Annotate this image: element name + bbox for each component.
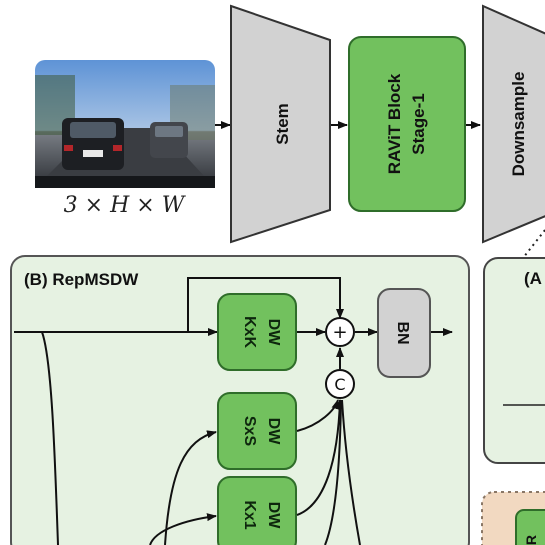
ravit-label-line1: RAViT Block — [385, 73, 404, 174]
dw-kx1-block — [217, 476, 297, 545]
panel-a — [483, 257, 545, 464]
curve-kx1-to-concat — [296, 399, 344, 516]
add-symbol: + — [332, 322, 347, 343]
downsample-label: Downsample — [509, 72, 528, 177]
dw-kxk-label-1: DW — [265, 319, 282, 347]
ravit-label-line2: Stage-1 — [409, 93, 428, 154]
curve-lower-to-concat-2 — [341, 399, 361, 545]
dw-sxs-block — [217, 392, 297, 470]
concat-node — [325, 369, 355, 399]
branch-curve-left — [41, 331, 59, 545]
branch-curve-kx1 — [149, 513, 217, 545]
identity-skip-path — [187, 277, 344, 332]
concat-symbol: C — [334, 375, 345, 394]
downsample-block — [482, 4, 545, 244]
ravit-block-stage1 — [348, 36, 466, 212]
panel-b-title: (B) RepMSDW — [24, 270, 139, 289]
dw-kxk-label-2: KxK — [241, 316, 258, 348]
panel-c-block — [515, 509, 545, 545]
input-image — [35, 60, 215, 188]
bn-block — [377, 288, 431, 378]
branch-curve-sxs — [164, 430, 217, 545]
dw-kx1-label-1: DW — [265, 502, 282, 530]
dw-sxs-label-2: SxS — [241, 416, 258, 447]
stem-label: Stem — [273, 103, 292, 145]
dw-kxk-block — [217, 293, 297, 371]
panel-c-block-label: R — [523, 535, 539, 545]
dw-kx1-label-2: Kx1 — [241, 500, 258, 529]
dw-sxs-label-1: DW — [265, 418, 282, 446]
bn-label: BN — [394, 321, 411, 344]
input-dims-label: 3 × H × W — [64, 193, 187, 218]
add-node — [325, 317, 355, 347]
panel-a-title: (A — [524, 269, 542, 288]
stem-block — [230, 4, 331, 244]
curve-lower-to-concat-1 — [324, 399, 342, 545]
